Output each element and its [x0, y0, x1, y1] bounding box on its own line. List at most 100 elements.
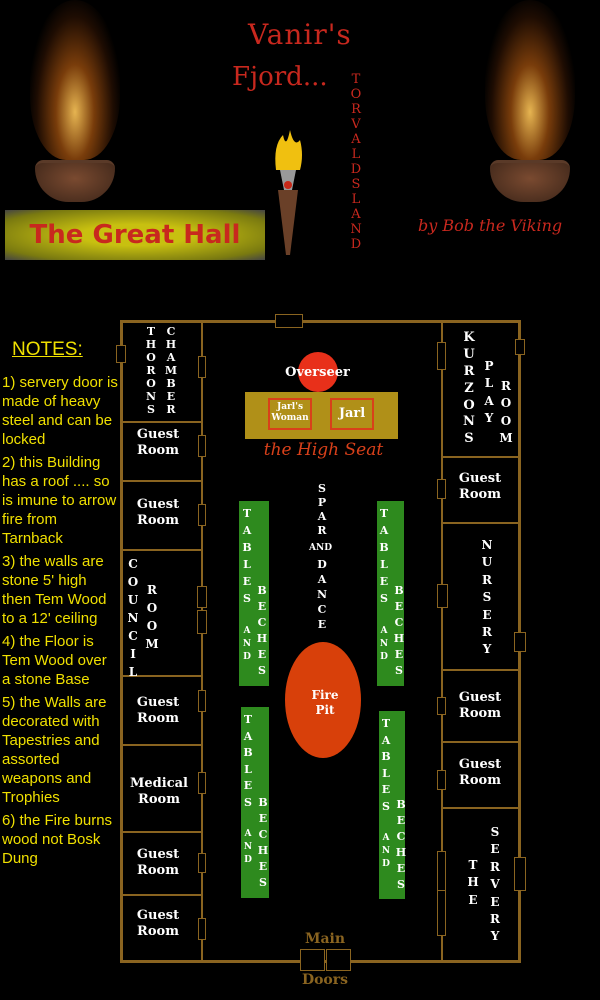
play-room-label: ROOM [499, 379, 513, 446]
main-door-left[interactable] [300, 949, 325, 971]
room-divider [120, 744, 202, 746]
door[interactable] [514, 857, 526, 891]
overseer-label: Overseer [285, 365, 350, 380]
overseer-seat[interactable] [298, 352, 338, 392]
room-guest-2[interactable]: Guest Room [136, 497, 180, 529]
spar-label: SPAR [317, 482, 327, 537]
notes-panel: NOTES: 1) servery door is made of heavy … [2, 340, 118, 872]
left-brazier-image [20, 0, 130, 210]
room-divider [120, 421, 202, 423]
notes-heading: NOTES: [12, 339, 83, 360]
outer-wall-left [120, 320, 123, 963]
room-guest-7[interactable]: Guest Room [458, 690, 502, 722]
door[interactable] [198, 690, 206, 712]
beches-label: BECHES [257, 796, 269, 889]
fire-pit[interactable] [285, 642, 361, 758]
room-divider [120, 480, 202, 482]
great-hall-banner: The Great Hall [5, 210, 265, 260]
beches-label: BECHES [256, 584, 268, 677]
and-label: AND [242, 626, 252, 663]
main-doors-label: Main [304, 931, 346, 947]
room-divider [441, 807, 519, 809]
jarl-seat[interactable]: Jarl [330, 398, 374, 430]
dance-label: DANCE [316, 558, 328, 631]
door[interactable] [437, 584, 448, 608]
door[interactable] [514, 632, 526, 652]
title-line2: Fjord... [232, 62, 328, 92]
door[interactable] [197, 586, 207, 608]
tables-label: TABLES [243, 713, 253, 809]
spar-and-label: AND [309, 543, 333, 553]
torch-icon [268, 130, 308, 270]
door[interactable] [437, 479, 446, 499]
door[interactable] [437, 697, 446, 715]
room-guest-6[interactable]: Guest Room [458, 471, 502, 503]
door[interactable] [275, 314, 303, 328]
note-6: 6) the Fire burns wood not Bosk Dung [2, 812, 113, 867]
and-label: AND [379, 626, 389, 663]
and-label: AND [381, 833, 391, 870]
room-medical[interactable]: Medical Room [130, 776, 188, 808]
nursery-label: NURSERY [481, 538, 493, 657]
room-divider [120, 894, 202, 896]
room-divider [441, 522, 519, 524]
note-4: 4) the Floor is Tem Wood over a stone Ba… [2, 633, 107, 688]
door[interactable] [198, 853, 206, 873]
room-divider [120, 675, 202, 677]
room-guest-1[interactable]: Guest Room [136, 427, 180, 459]
door[interactable] [437, 770, 446, 790]
beches-label: BECHES [395, 798, 407, 891]
table-bench-sw[interactable] [241, 707, 269, 898]
room-guest-5[interactable]: Guest Room [136, 908, 180, 940]
right-brazier-image [475, 0, 585, 210]
door[interactable] [116, 345, 126, 363]
servery-door[interactable] [437, 890, 446, 936]
beches-label: BECHES [393, 584, 405, 677]
table-bench-nw[interactable] [239, 501, 269, 686]
title-line1: Vanir's [248, 18, 352, 51]
play-label: PLAY [484, 359, 494, 426]
door[interactable] [198, 918, 206, 940]
outer-wall-top [120, 320, 521, 323]
tables-label: TABLES [381, 717, 391, 813]
tables-label: TABLES [379, 507, 389, 606]
room-guest-8[interactable]: Guest Room [458, 757, 502, 789]
tables-label: TABLES [242, 507, 252, 606]
door[interactable] [198, 504, 206, 526]
servery-label: SERVERY [490, 825, 500, 944]
note-5: 5) the Walls are decorated with Tapestri… [2, 694, 107, 806]
room-guest-3[interactable]: Guest Room [136, 695, 180, 727]
note-3: 3) the walls are stone 5' high then Tem … [2, 553, 107, 627]
inner-wall-right [441, 320, 443, 963]
room-divider [120, 831, 202, 833]
room-divider [441, 741, 519, 743]
jarls-woman-seat[interactable]: Jarl's Woman [268, 398, 312, 430]
note-1: 1) servery door is made of heavy steel a… [2, 374, 118, 448]
main-door-right[interactable] [326, 949, 351, 971]
room-divider [120, 549, 202, 551]
high-seat-label: the High Seat [263, 440, 384, 460]
table-bench-se[interactable] [379, 711, 405, 899]
room-divider [441, 456, 519, 458]
door[interactable] [437, 342, 446, 370]
chamber-label: CHAMBER [164, 325, 178, 416]
main-doors-label-2: Doors [301, 972, 349, 988]
fire-pit-label: Fire Pit [311, 688, 339, 717]
door[interactable] [515, 339, 525, 355]
subtitle-vertical: TORVALDSLAND [350, 72, 362, 252]
credit: by Bob the Viking [418, 216, 563, 235]
servery-the-label: THE [467, 858, 479, 907]
inner-wall-left [201, 320, 203, 963]
door[interactable] [198, 772, 206, 794]
council-room-label: ROOM [145, 583, 159, 651]
note-2: 2) this Building has a roof .... so is i… [2, 454, 117, 547]
kurzons-label: KURZONS [463, 330, 475, 447]
table-bench-ne[interactable] [377, 501, 404, 686]
thorons-label: THORONS [145, 325, 157, 416]
door[interactable] [197, 610, 207, 634]
door[interactable] [198, 435, 206, 457]
room-guest-4[interactable]: Guest Room [136, 847, 180, 879]
door[interactable] [198, 356, 206, 378]
council-label: COUNCIL [127, 557, 139, 679]
room-divider [441, 669, 519, 671]
